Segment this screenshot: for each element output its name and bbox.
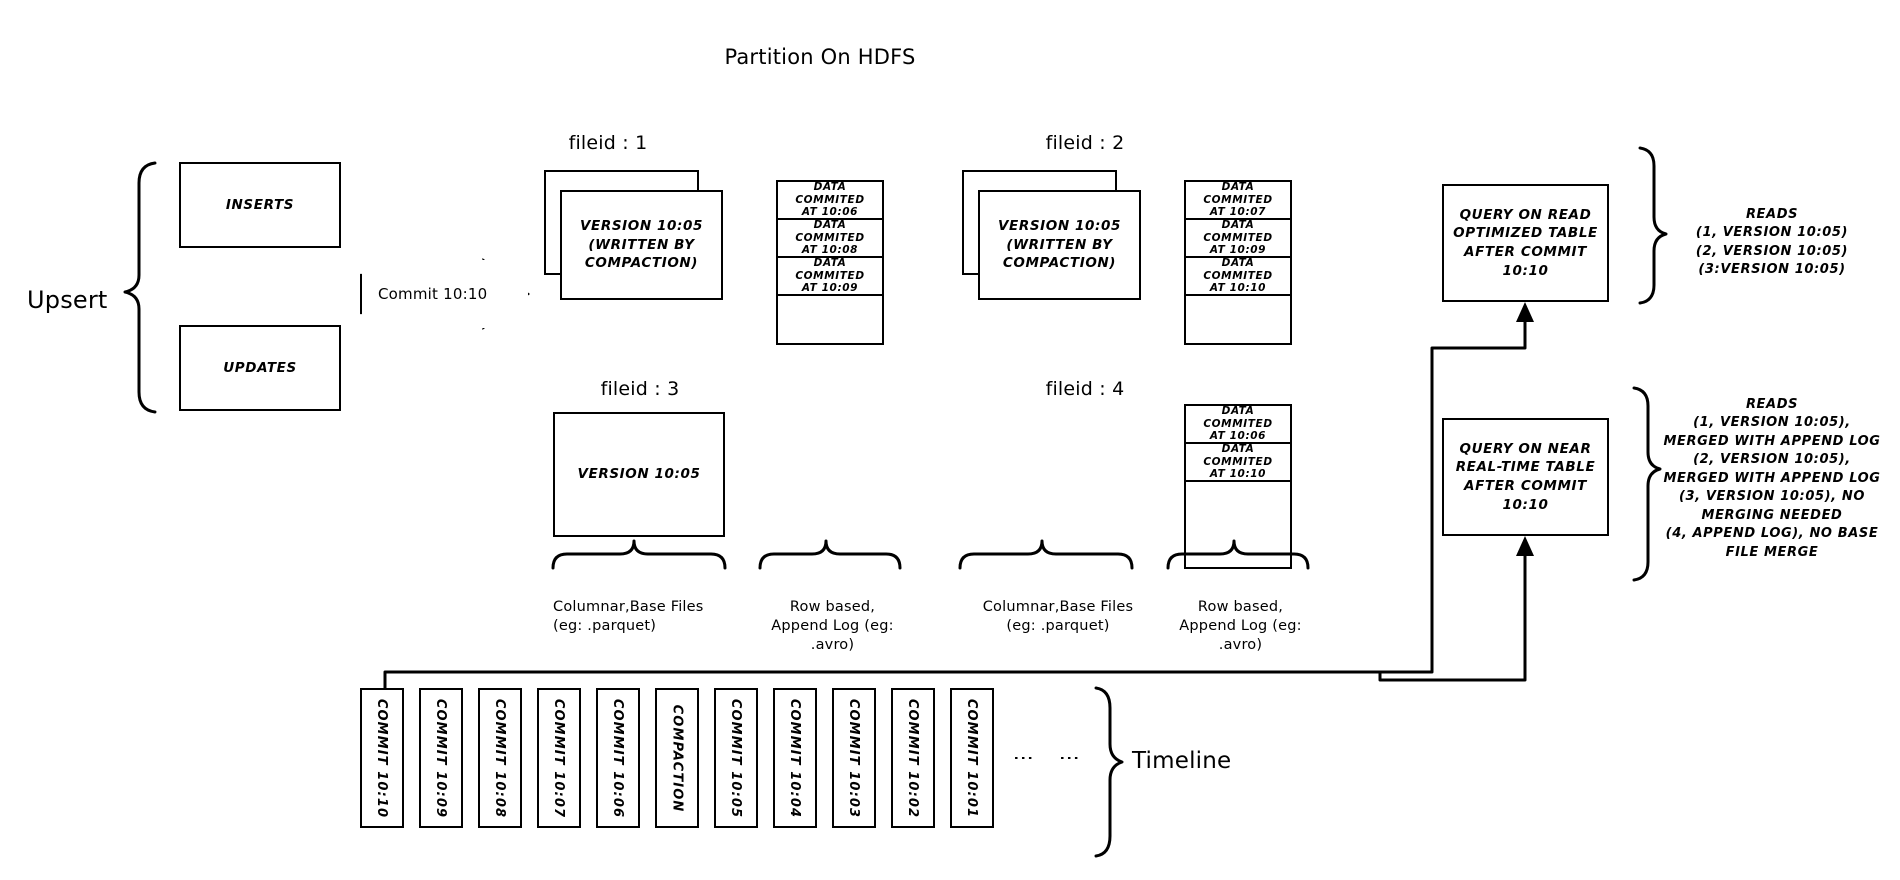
commit-arrow: Commit 10:10 <box>360 258 530 330</box>
timeline-commit-label: COMMIT 10:01 <box>964 698 980 818</box>
timeline-commit-label: COMMIT 10:07 <box>551 698 567 818</box>
timeline-commit-card[interactable]: COMPACTION <box>655 688 699 828</box>
reads-read-optimized: READS(1, VERSION 10:05)(2, VERSION 10:05… <box>1695 207 1849 278</box>
timeline-commit-card[interactable]: COMMIT 10:05 <box>714 688 758 828</box>
fileid-3-label: fileid : 3 <box>600 378 680 400</box>
caption-rowlog-2: Row based,Append Log (eg:.avro) <box>1179 599 1302 653</box>
timeline-label: Timeline <box>1132 748 1232 774</box>
timeline-commit-label: COMMIT 10:09 <box>433 698 449 818</box>
timeline-commit-card[interactable]: COMMIT 10:09 <box>419 688 463 828</box>
timeline-commit-label: COMMIT 10:08 <box>492 698 508 818</box>
brace-columnar-1 <box>551 539 727 570</box>
upsert-label: Upsert <box>27 286 108 314</box>
timeline-commit-card[interactable]: COMMIT 10:03 <box>832 688 876 828</box>
timeline-commit-card[interactable]: COMMIT 10:01 <box>950 688 994 828</box>
connector-timeline-to-near-real-time <box>1378 550 1527 682</box>
brace-rowlog-1 <box>758 539 902 570</box>
timeline-commit-card[interactable]: COMMIT 10:04 <box>773 688 817 828</box>
timeline-commit-card[interactable]: COMMIT 10:10 <box>360 688 404 828</box>
timeline-commit-label: COMMIT 10:03 <box>846 698 862 818</box>
page-title: Partition On HDFS <box>724 45 916 69</box>
timeline-commit-card[interactable]: COMMIT 10:02 <box>891 688 935 828</box>
caption-rowlog-1: Row based,Append Log (eg:.avro) <box>771 599 894 653</box>
timeline-ellipsis-1: ⋮ <box>1012 748 1036 770</box>
updates-label: UPDATES <box>223 359 297 376</box>
fileid-1-label: fileid : 1 <box>568 132 648 154</box>
fileid-2-label: fileid : 2 <box>1045 132 1125 154</box>
timeline-ellipsis-2: ⋮ <box>1058 748 1082 770</box>
timeline-commit-label: COMMIT 10:02 <box>905 698 921 818</box>
timeline-commit-card[interactable]: COMMIT 10:07 <box>537 688 581 828</box>
reads-near-real-time: READS(1, VERSION 10:05),MERGED WITH APPE… <box>1663 397 1881 560</box>
fileid-3-base-file: VERSION 10:05 <box>553 412 725 537</box>
commit-arrow-label: Commit 10:10 <box>378 285 488 303</box>
timeline-commit-label: COMPACTION <box>669 704 685 812</box>
caption-columnar-2: Columnar,Base Files(eg: .parquet) <box>982 599 1134 634</box>
arrowhead-near-real-time <box>1516 536 1534 556</box>
updates-box: UPDATES <box>179 325 341 411</box>
fileid-3-base-text: VERSION 10:05 <box>577 466 701 483</box>
timeline-commit-card[interactable]: COMMIT 10:06 <box>596 688 640 828</box>
timeline-commit-label: COMMIT 10:06 <box>610 698 626 818</box>
timeline-commits: COMMIT 10:10 COMMIT 10:09 COMMIT 10:08 COMM… <box>360 688 1009 828</box>
caption-columnar-1: Columnar,Base Files(eg: .parquet) <box>553 599 704 634</box>
upsert-brace <box>123 161 157 414</box>
timeline-commit-card[interactable]: COMMIT 10:08 <box>478 688 522 828</box>
brace-timeline <box>1094 686 1124 858</box>
brace-columnar-2 <box>958 539 1134 570</box>
inserts-label: INSERTS <box>225 196 295 213</box>
arrowhead-read-optimized <box>1516 302 1534 322</box>
timeline-commit-label: COMMIT 10:05 <box>728 698 744 818</box>
timeline-commit-label: COMMIT 10:04 <box>787 698 803 818</box>
fileid-4-label: fileid : 4 <box>1045 378 1125 400</box>
timeline-commit-label: COMMIT 10:10 <box>374 698 390 818</box>
inserts-box: INSERTS <box>179 162 341 248</box>
